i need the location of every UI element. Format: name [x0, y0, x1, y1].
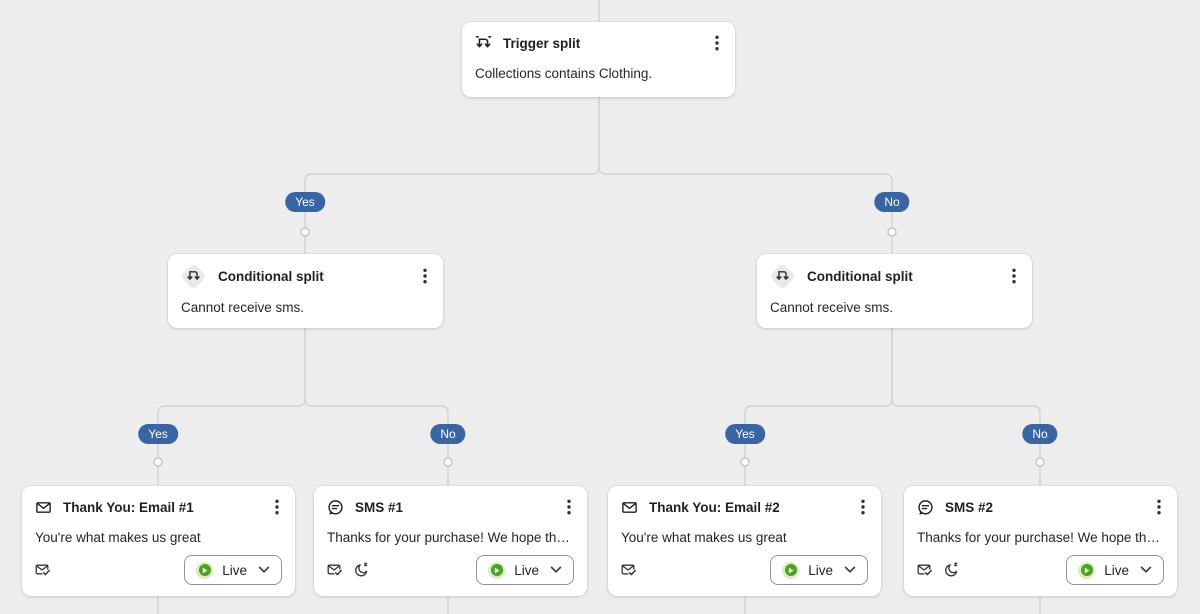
trigger-description: Collections contains Clothing. — [475, 66, 653, 81]
chevron-down-icon — [550, 566, 562, 574]
status-dropdown-button[interactable]: Live — [476, 555, 574, 585]
play-circle-icon — [196, 561, 214, 579]
status-dropdown-button[interactable]: Live — [1066, 555, 1164, 585]
kebab-menu-icon[interactable] — [420, 267, 430, 285]
message-card-email-1[interactable]: Thank You: Email #1 You're what makes us… — [22, 486, 295, 596]
kebab-menu-icon[interactable] — [1154, 498, 1164, 516]
chat-bubble-icon — [917, 499, 934, 516]
card-title: Trigger split — [503, 35, 581, 51]
envelope-icon — [35, 499, 52, 516]
split-arrows-icon — [475, 35, 492, 52]
branch-diamond-icon — [768, 262, 796, 290]
kebab-menu-icon[interactable] — [1009, 267, 1019, 285]
conditional-split-card[interactable]: Conditional split Cannot receive sms. — [168, 254, 443, 328]
chevron-down-icon — [844, 566, 856, 574]
branch-badge-yes: Yes — [285, 192, 325, 212]
kebab-menu-icon[interactable] — [272, 498, 282, 516]
branch-badge-no: No — [1022, 424, 1058, 444]
message-card-sms-2[interactable]: SMS #2 Thanks for your purchase! We hope… — [904, 486, 1177, 596]
envelope-icon — [621, 499, 638, 516]
card-title: Thank You: Email #2 — [649, 499, 780, 515]
play-circle-icon — [488, 561, 506, 579]
status-dropdown-button[interactable]: Live — [184, 555, 282, 585]
envelope-check-icon — [327, 562, 343, 578]
moon-icon — [353, 562, 369, 578]
kebab-menu-icon[interactable] — [712, 34, 722, 52]
status-label: Live — [808, 562, 833, 578]
condition-description: Cannot receive sms. — [181, 300, 305, 315]
branch-badge-no: No — [430, 424, 466, 444]
message-card-sms-1[interactable]: SMS #1 Thanks for your purchase! We hope… — [314, 486, 587, 596]
message-card-email-2[interactable]: Thank You: Email #2 You're what makes us… — [608, 486, 881, 596]
envelope-check-icon — [917, 562, 933, 578]
message-preview: You're what makes us great — [621, 530, 787, 545]
card-title: SMS #1 — [355, 499, 404, 515]
status-label: Live — [222, 562, 247, 578]
status-label: Live — [514, 562, 539, 578]
message-preview: Thanks for your purchase! We hope that .… — [917, 530, 1164, 545]
envelope-check-icon — [621, 562, 637, 578]
card-title: Thank You: Email #1 — [63, 499, 194, 515]
trigger-split-card[interactable]: Trigger split Collections contains Cloth… — [462, 22, 735, 97]
branch-badge-yes: Yes — [725, 424, 765, 444]
chevron-down-icon — [1140, 566, 1152, 574]
envelope-check-icon — [35, 562, 51, 578]
branch-badge-yes: Yes — [138, 424, 178, 444]
conditional-split-card[interactable]: Conditional split Cannot receive sms. — [757, 254, 1032, 328]
card-title: Conditional split — [807, 268, 913, 284]
kebab-menu-icon[interactable] — [858, 498, 868, 516]
chevron-down-icon — [258, 566, 270, 574]
card-title: Conditional split — [218, 268, 324, 284]
moon-icon — [943, 562, 959, 578]
condition-description: Cannot receive sms. — [770, 300, 894, 315]
status-dropdown-button[interactable]: Live — [770, 555, 868, 585]
play-circle-icon — [782, 561, 800, 579]
message-preview: Thanks for your purchase! We hope that .… — [327, 530, 574, 545]
status-label: Live — [1104, 562, 1129, 578]
chat-bubble-icon — [327, 499, 344, 516]
card-title: SMS #2 — [945, 499, 994, 515]
kebab-menu-icon[interactable] — [564, 498, 574, 516]
branch-diamond-icon — [179, 262, 207, 290]
play-circle-icon — [1078, 561, 1096, 579]
branch-badge-no: No — [874, 192, 910, 212]
message-preview: You're what makes us great — [35, 530, 201, 545]
